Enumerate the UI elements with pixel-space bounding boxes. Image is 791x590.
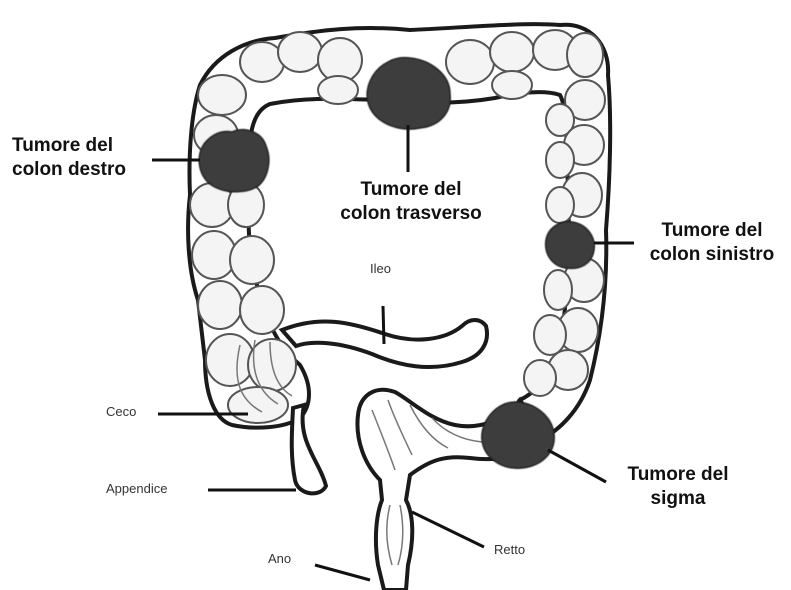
label-right-colon-tumor: Tumore del colon destro [12,134,126,182]
label-anus: Ano [268,551,291,567]
leader-ileum [383,306,384,344]
leader-rectum [412,512,484,547]
label-transverse-colon-tumor-line1: Tumore del [326,178,496,202]
label-sigmoid-tumor-line2: sigma [618,487,738,511]
appendix-shape [292,405,326,493]
tumor-right-colon [199,130,269,192]
label-left-colon-tumor-line1: Tumore del [642,219,782,243]
leader-anus [315,565,370,580]
label-right-colon-tumor-line1: Tumore del [12,134,126,158]
leader-sigmoid [548,450,606,482]
label-transverse-colon-tumor: Tumore del colon trasverso [326,178,496,226]
label-appendix: Appendice [106,481,167,497]
label-rectum: Retto [494,542,525,558]
label-ileum: Ileo [370,261,391,277]
label-left-colon-tumor: Tumore del colon sinistro [642,219,782,267]
label-cecum: Ceco [106,404,136,420]
label-sigmoid-tumor: Tumore del sigma [618,463,738,511]
label-right-colon-tumor-line2: colon destro [12,158,126,182]
label-sigmoid-tumor-line1: Tumore del [618,463,738,487]
label-left-colon-tumor-line2: colon sinistro [642,243,782,267]
tumor-left-colon [546,222,595,269]
label-transverse-colon-tumor-line2: colon trasverso [326,202,496,226]
